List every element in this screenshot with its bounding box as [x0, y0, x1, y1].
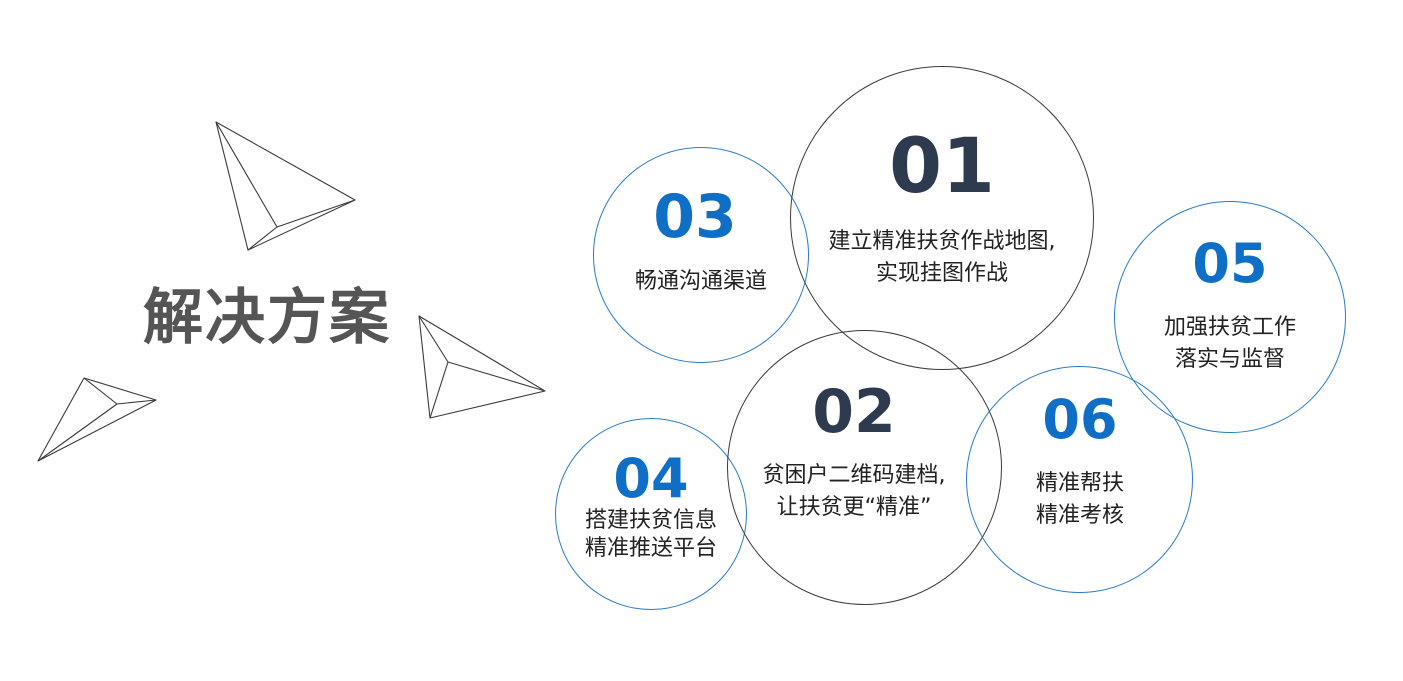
item-02-number: 02	[812, 377, 896, 447]
item-06-line-1: 精准帮扶	[1035, 471, 1124, 496]
item-05-line-1: 加强扶贫工作	[1163, 315, 1296, 340]
page-title: 解决方案	[143, 283, 391, 353]
item-01-line-2: 实现挂图作战	[875, 261, 1008, 286]
paper-plane-bottom-icon	[37, 377, 157, 462]
circle-03	[593, 147, 809, 363]
circle-01	[790, 66, 1094, 370]
item-01-label: 建立精准扶贫作战地图, 实现挂图作战	[792, 226, 1092, 290]
item-04-label: 搭建扶贫信息 精准推送平台	[561, 507, 741, 563]
item-05-number: 05	[1192, 232, 1268, 295]
item-03-number: 03	[653, 182, 737, 252]
item-03-line-1: 畅通沟通渠道	[634, 269, 767, 294]
item-01-number: 01	[889, 121, 995, 210]
item-04-line-1: 搭建扶贫信息	[584, 508, 717, 533]
item-06-number: 06	[1042, 388, 1118, 451]
item-06-line-2: 精准考核	[1035, 503, 1124, 528]
item-02-line-1: 贫困户二维码建档,	[762, 463, 946, 488]
item-06-label: 精准帮扶 精准考核	[1000, 468, 1160, 532]
paper-plane-middle-icon	[418, 315, 546, 419]
circle-06	[966, 366, 1193, 593]
item-03-label: 畅通沟通渠道	[603, 266, 799, 298]
item-02-label: 贫困户二维码建档, 让扶贫更“精准”	[734, 460, 974, 524]
item-01-line-1: 建立精准扶贫作战地图,	[828, 229, 1056, 254]
item-05-line-2: 落实与监督	[1174, 347, 1285, 372]
item-04-number: 04	[613, 447, 689, 510]
circle-05	[1114, 201, 1346, 433]
item-05-label: 加强扶贫工作 落实与监督	[1130, 312, 1330, 376]
item-02-line-2: 让扶贫更“精准”	[776, 495, 932, 520]
item-04-line-2: 精准推送平台	[584, 536, 717, 561]
paper-plane-top-icon	[215, 121, 356, 251]
